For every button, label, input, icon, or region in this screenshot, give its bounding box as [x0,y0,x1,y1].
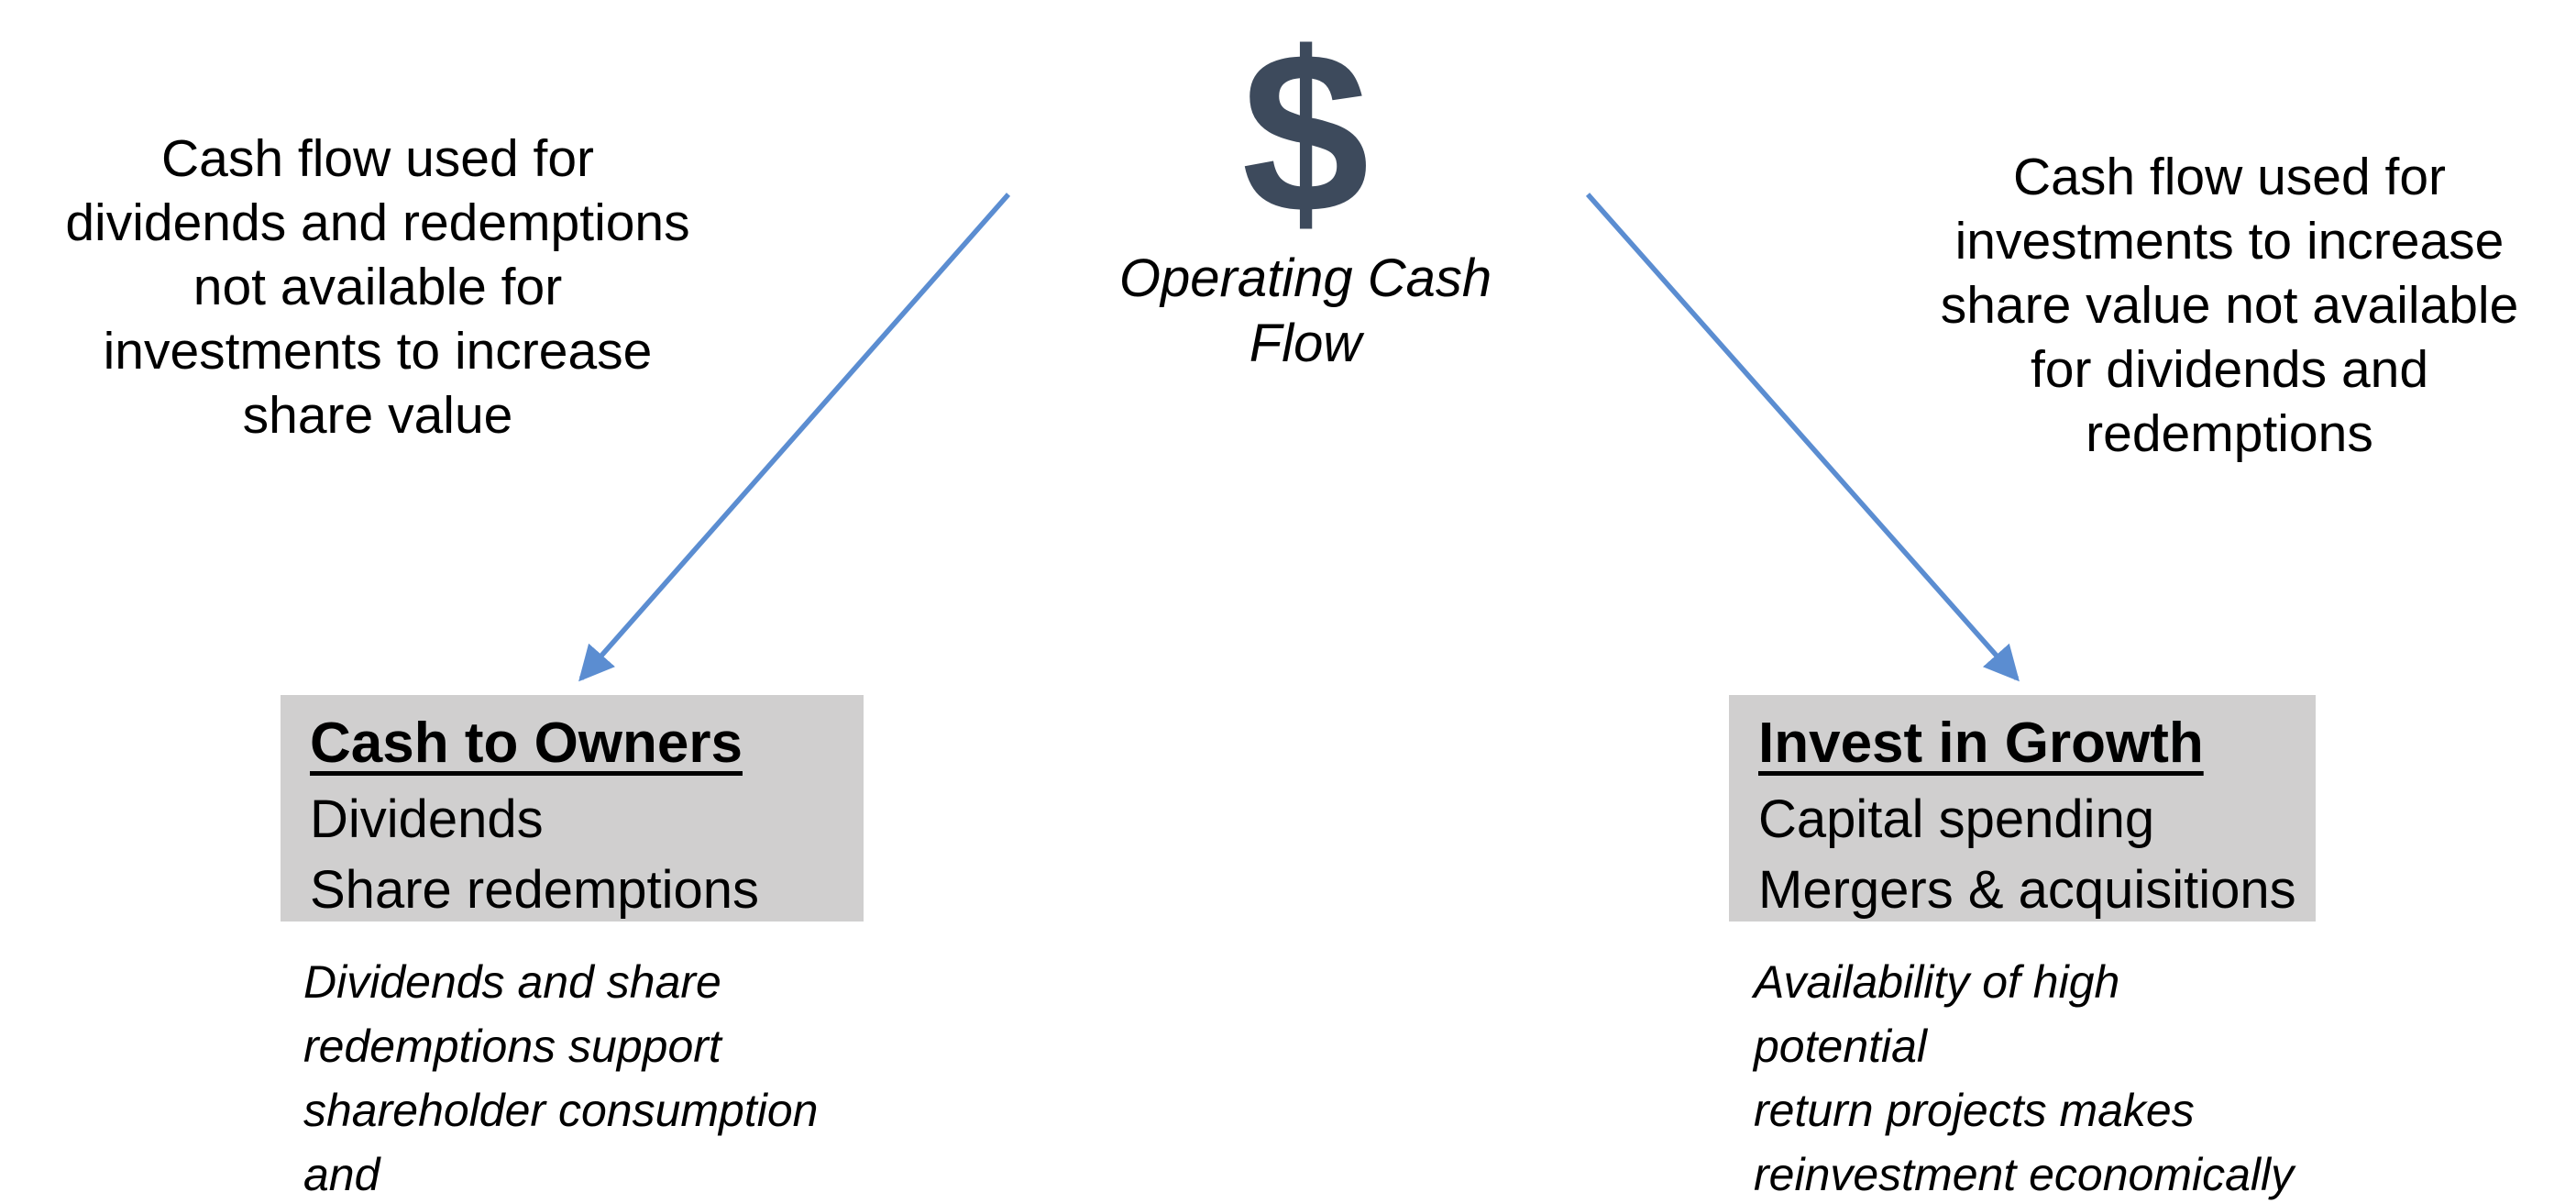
invest-in-growth-note: Availability of high potential return pr… [1754,956,2295,1200]
cash-to-owners-note: Dividends and share redemptions support … [303,956,819,1200]
cash-to-owners-box: Cash to Owners Dividends Share redemptio… [281,695,864,922]
cash-to-owners-item-share-redemptions: Share redemptions [310,860,760,920]
operating-cash-flow-label: Operating Cash Flow [1118,248,1492,373]
invest-in-growth-title: Invest in Growth [1758,712,2204,775]
invest-in-growth-box: Invest in Growth Capital spending Merger… [1729,695,2316,922]
invest-in-growth-item-mergers-acquisitions: Mergers & acquisitions [1758,860,2296,920]
dollar-sign-icon: $ [1241,5,1370,260]
arrow-to-invest-in-growth [1585,193,2020,682]
cash-to-owners-title: Cash to Owners [310,712,743,775]
invest-in-growth-item-capital-spending: Capital spending [1758,789,2155,849]
left-annotation-text: Cash flow used for dividends and redempt… [65,129,690,445]
cash-to-owners-item-dividends: Dividends [310,789,544,849]
right-annotation-text: Cash flow used for investments to increa… [1940,148,2519,463]
arrow-to-cash-to-owners [578,193,1011,682]
